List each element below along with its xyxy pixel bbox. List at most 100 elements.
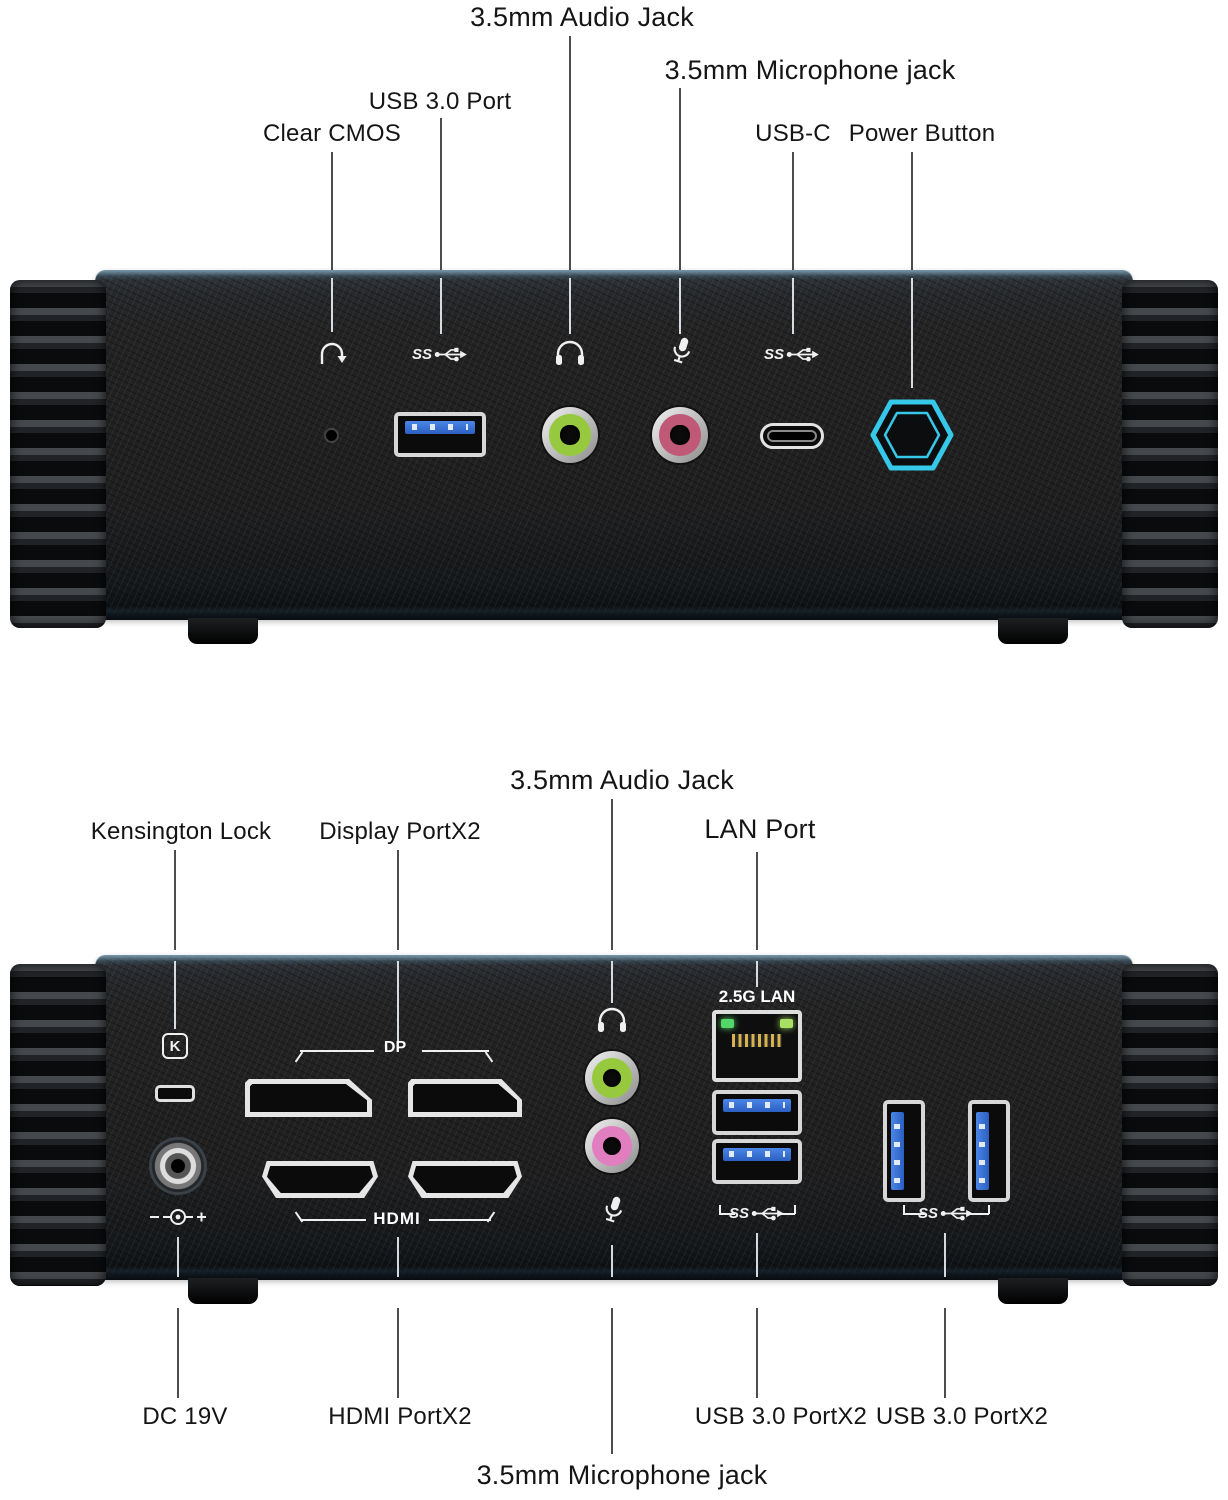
leader-line: [756, 1233, 758, 1277]
usb-bracket-tick: [988, 1205, 990, 1214]
leader-line: [569, 36, 571, 270]
top-edge-highlight: [95, 955, 1133, 965]
callout-rear-usb3-left: USB 3.0 PortX2: [694, 1403, 868, 1430]
callout-front-usb3: USB 3.0 Port: [368, 88, 512, 115]
kensington-slot: [155, 1085, 195, 1102]
leader-line: [911, 152, 913, 270]
leader-line: [944, 1233, 946, 1277]
dc-polarity-icon: [148, 1207, 208, 1232]
leader-line: [174, 850, 176, 950]
usb-bracket: [779, 1213, 795, 1215]
leader-line: [331, 278, 333, 332]
leader-line: [756, 852, 758, 950]
usb-bracket-tick: [719, 1205, 721, 1214]
usb-ss-icon: SS: [918, 1205, 974, 1222]
leader-line: [440, 278, 442, 334]
dp-bracket: [422, 1050, 489, 1052]
hdmi-bracket: [300, 1219, 366, 1221]
leader-line: [911, 278, 913, 388]
leader-line: [397, 1308, 399, 1398]
displayport-2: [408, 1079, 522, 1117]
audio-jack-green: [585, 1051, 639, 1105]
front-panel: SS: [95, 270, 1133, 620]
usb-ss-icon: SS: [764, 346, 820, 363]
callout-rear-usb3-right: USB 3.0 PortX2: [875, 1403, 1049, 1430]
leader-line: [397, 961, 399, 1043]
leader-line: [611, 799, 613, 950]
callout-front-mic-jack: 3.5mm Microphone jack: [664, 55, 956, 85]
leader-line: [611, 1245, 613, 1277]
callout-rear-displayport: Display PortX2: [319, 818, 481, 845]
heatsink-left: [10, 964, 106, 1286]
lan-pins: [732, 1034, 782, 1047]
lan-panel-label: 2.5G LAN: [718, 987, 796, 1006]
usb-a-port-vertical: [883, 1100, 925, 1202]
heatsink-right: [1122, 964, 1218, 1286]
hdmi-bracket: [429, 1219, 491, 1221]
usb-a-port: [712, 1090, 802, 1135]
usb-a-port-vertical: [968, 1100, 1010, 1202]
hdmi-port-2: [408, 1161, 522, 1198]
leader-line: [397, 1237, 399, 1277]
power-button: [869, 397, 955, 478]
kensington-glyph: K: [169, 1037, 181, 1055]
bottom-edge-shadow: [95, 1266, 1133, 1280]
cmos-reset-icon: [317, 340, 347, 375]
leader-line: [177, 1237, 179, 1277]
hdmi-port-1: [262, 1161, 378, 1198]
top-edge-highlight: [95, 270, 1133, 280]
usb-bracket-tick: [903, 1205, 905, 1214]
foot: [998, 1278, 1068, 1304]
rear-device: K DP: [10, 950, 1218, 1308]
usb-bracket: [719, 1213, 735, 1215]
displayport-1: [245, 1079, 372, 1117]
dp-bracket: [300, 1050, 374, 1052]
usb-a-port: [712, 1139, 802, 1184]
usb-ss-icon: SS: [412, 346, 468, 363]
ss-label: SS: [763, 346, 785, 363]
mic-jack-pink: [585, 1119, 639, 1173]
hdmi-panel-label: HDMI: [373, 1209, 421, 1228]
usb-trident-icon: [751, 1206, 784, 1221]
leader-line: [569, 278, 571, 334]
bottom-edge-shadow: [95, 606, 1133, 620]
usb-trident-icon: [434, 347, 467, 362]
callout-front-usb-c: USB-C: [755, 120, 831, 147]
leader-line: [756, 1308, 758, 1398]
callout-rear-kensington: Kensington Lock: [90, 818, 272, 845]
usb-trident-icon: [786, 347, 819, 362]
microphone-icon: [662, 333, 699, 378]
callout-front-power-button: Power Button: [848, 120, 996, 147]
hdmi-bracket-tick: [294, 1211, 304, 1223]
ss-label: SS: [411, 346, 433, 363]
headphone-icon: [596, 1005, 628, 1040]
callout-front-clear-cmos: Clear CMOS: [262, 120, 402, 147]
rear-panel: K DP: [95, 955, 1133, 1280]
usb-a-port: [394, 412, 486, 457]
callout-rear-mic-jack: 3.5mm Microphone jack: [476, 1460, 768, 1490]
leader-line: [792, 152, 794, 270]
callout-rear-lan: LAN Port: [704, 814, 816, 844]
headphone-icon: [554, 338, 586, 373]
callout-rear-audio-jack: 3.5mm Audio Jack: [510, 765, 734, 795]
callout-rear-dc: DC 19V: [142, 1403, 228, 1430]
leader-line: [397, 850, 399, 950]
lan-port: [712, 1010, 802, 1082]
dp-bracket-tick: [294, 1051, 304, 1063]
leader-line: [611, 1308, 613, 1454]
dc-power-jack: [152, 1140, 204, 1192]
kensington-icon: K: [162, 1033, 188, 1059]
leader-line: [679, 278, 681, 334]
lan-led-right: [780, 1019, 793, 1028]
callout-rear-hdmi: HDMI PortX2: [328, 1403, 472, 1430]
usb-bracket: [967, 1213, 989, 1215]
leader-line: [756, 961, 758, 987]
leader-line: [611, 961, 613, 1003]
audio-jack-green: [542, 407, 598, 463]
foot: [188, 618, 258, 644]
leader-line: [331, 152, 333, 270]
foot: [998, 618, 1068, 644]
leader-line: [440, 118, 442, 270]
heatsink-right: [1122, 280, 1218, 628]
